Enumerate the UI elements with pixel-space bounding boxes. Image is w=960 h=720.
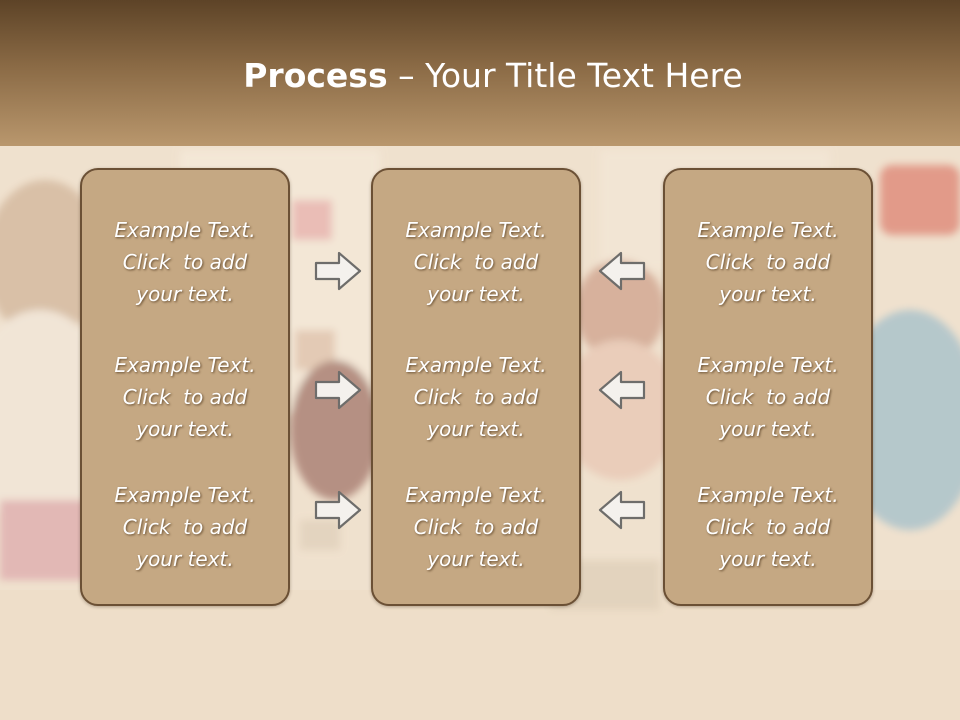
title-bar: [0, 0, 960, 146]
text-placeholder[interactable]: Example Text. Click to add your text.: [114, 218, 256, 306]
process-box-2[interactable]: Example Text. Click to add your text. Ex…: [371, 168, 581, 606]
arrow-right-icon: [314, 370, 362, 410]
text-placeholder[interactable]: Example Text. Click to add your text.: [697, 353, 839, 441]
text-placeholder[interactable]: Example Text. Click to add your text.: [697, 218, 839, 306]
arrow-right-icon: [314, 251, 362, 291]
text-placeholder[interactable]: Example Text. Click to add your text.: [405, 218, 547, 306]
text-placeholder[interactable]: Example Text. Click to add your text.: [405, 353, 547, 441]
title-dash: –: [398, 56, 415, 95]
arrow-right-icon: [314, 490, 362, 530]
arrow-left-icon: [598, 490, 646, 530]
title-text: Your Title Text Here: [425, 56, 743, 95]
arrow-left-icon: [598, 370, 646, 410]
process-box-1[interactable]: Example Text. Click to add your text. Ex…: [80, 168, 290, 606]
slide-title[interactable]: Process – Your Title Text Here: [0, 54, 960, 98]
text-placeholder[interactable]: Example Text. Click to add your text.: [697, 483, 839, 571]
arrow-left-icon: [598, 251, 646, 291]
text-placeholder[interactable]: Example Text. Click to add your text.: [114, 483, 256, 571]
text-placeholder[interactable]: Example Text. Click to add your text.: [405, 483, 547, 571]
process-box-3[interactable]: Example Text. Click to add your text. Ex…: [663, 168, 873, 606]
title-bold: Process: [243, 56, 388, 95]
text-placeholder[interactable]: Example Text. Click to add your text.: [114, 353, 256, 441]
